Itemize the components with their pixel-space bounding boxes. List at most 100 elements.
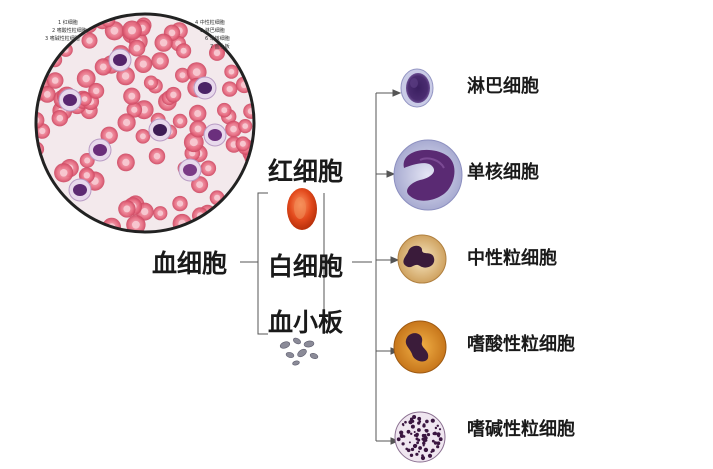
basophil-granule <box>436 424 439 427</box>
smear-red-cell-center <box>168 29 176 37</box>
smear-red-cell-center <box>43 91 51 98</box>
basophil-granule <box>417 416 422 421</box>
smear-red-cell-center <box>157 210 164 216</box>
basophil-granule <box>422 441 426 445</box>
smear-red-cell-center <box>239 140 246 147</box>
smear-label-left-1: 1 红细胞 <box>58 19 78 26</box>
basophil-granule <box>422 438 427 443</box>
smear-red-cell <box>237 206 253 226</box>
smear-red-cell-center <box>83 172 91 179</box>
smear-red-cell-center <box>170 91 177 99</box>
smear-red-cell-center <box>37 175 42 183</box>
smear-red-cell-center <box>189 138 198 147</box>
basophil-granule <box>425 429 429 433</box>
smear-red-cell-center <box>228 33 236 41</box>
basophil-granule <box>399 430 404 435</box>
connector-lines <box>240 93 377 441</box>
basophil-icon <box>394 411 446 463</box>
smear-red-cell-center <box>122 158 130 166</box>
basophil-granule <box>436 441 441 446</box>
label-basophil: 嗜碱性粒细胞 <box>467 419 575 440</box>
basophil-granule <box>414 444 418 447</box>
smear-red-cell-center <box>192 68 201 76</box>
smear-red-cell-center <box>141 208 149 216</box>
basophil-granule <box>412 415 417 419</box>
smear-red-cell-center <box>68 15 77 19</box>
monocyte-icon <box>393 139 463 211</box>
basophil-granule <box>436 445 440 449</box>
branch-label-white-blood-cells: 白细胞 <box>268 252 344 281</box>
basophil-granule <box>396 437 401 442</box>
basophil-granule <box>430 450 433 453</box>
smear-red-cell-center <box>221 107 228 114</box>
basophil-granule <box>406 448 411 453</box>
smear-white-cell-nucleus <box>63 94 77 106</box>
smear-red-cell-center <box>51 77 59 84</box>
arrows <box>376 89 402 445</box>
basophil-granule <box>417 428 421 432</box>
basophil-granule <box>421 433 426 438</box>
smear-red-cell-center <box>140 133 146 140</box>
smear-red-cell-center <box>86 37 93 44</box>
basophil-granule <box>406 429 411 434</box>
smear-red-cell-center <box>133 44 141 52</box>
smear-red-cell <box>45 208 62 224</box>
smear-red-cell-center <box>139 60 147 68</box>
basophil-granule <box>420 455 426 461</box>
basophil-granule <box>427 453 433 458</box>
smear-red-cell <box>221 212 238 229</box>
smear-red-cell-center <box>39 127 46 135</box>
smear-white-cell-nucleus <box>198 82 212 94</box>
smear-red-cell-center <box>121 72 130 80</box>
smear-white-cell-nucleus <box>153 124 167 136</box>
basophil-granule <box>413 431 416 433</box>
basophil-granule <box>418 446 422 450</box>
basophil-granule <box>409 453 414 457</box>
basophil-granule <box>430 418 435 423</box>
basophil-granule <box>404 420 407 424</box>
basophil-granule <box>408 420 413 425</box>
smear-labels: 1 红细胞 2 嗜酸性粒细胞 3 嗜碱性粒细胞 4 中性粒细胞 5 淋巴细胞 6… <box>45 19 230 50</box>
smear-red-cell-center <box>123 205 131 213</box>
smear-red-cell-center <box>84 157 91 164</box>
smear-red-cell-center <box>105 131 113 139</box>
smear-red-cell-center <box>132 220 140 229</box>
smear-white-cell-nucleus <box>208 129 222 141</box>
basophil-granule <box>401 442 405 446</box>
smear-red-cell-center <box>153 152 161 160</box>
smear-red-cell-center <box>226 86 233 93</box>
root-label-blood-cells: 血细胞 <box>152 249 228 278</box>
basophil-granule <box>434 426 438 430</box>
label-eosinophil: 嗜酸性粒细胞 <box>467 334 575 355</box>
smear-label-right-1: 4 中性粒细胞 <box>195 19 225 26</box>
smear-red-cell <box>37 208 57 229</box>
eosinophil-icon <box>393 320 447 374</box>
basophil-granule <box>421 454 424 457</box>
smear-white-cell-nucleus <box>93 144 107 156</box>
smear-red-cell-center <box>67 211 75 219</box>
red-blood-cell-icon <box>287 188 317 230</box>
smear-red-cell-center <box>42 214 51 223</box>
smear-red-cell-center <box>99 63 107 71</box>
smear-red-cell-center <box>196 181 204 189</box>
basophil-granule <box>426 433 431 437</box>
label-monocyte: 单核细胞 <box>467 162 539 183</box>
smear-red-cell-center <box>49 202 57 210</box>
smear-red-cell-center <box>140 105 148 114</box>
smear-red-cell-center <box>93 87 100 95</box>
smear-red-cell-center <box>131 106 138 113</box>
lymphocyte-icon <box>400 68 434 108</box>
neutrophil-icon <box>397 234 447 284</box>
smear-label-left-3: 3 嗜碱性粒细胞 <box>45 35 80 42</box>
smear-red-cell-center <box>50 15 58 22</box>
smear-label-right-4: 7 血小板 <box>210 43 230 50</box>
basophil-granule <box>425 419 429 424</box>
basophil-granule <box>415 452 419 456</box>
platelet-icon <box>279 337 319 366</box>
smear-red-cell-center <box>194 125 202 133</box>
smear-red-cell-center <box>128 26 136 35</box>
smear-red-cell-center <box>213 49 221 57</box>
smear-red-cell-center <box>59 169 68 177</box>
smear-white-cell-nucleus <box>73 184 87 196</box>
basophil-granule <box>416 441 419 445</box>
